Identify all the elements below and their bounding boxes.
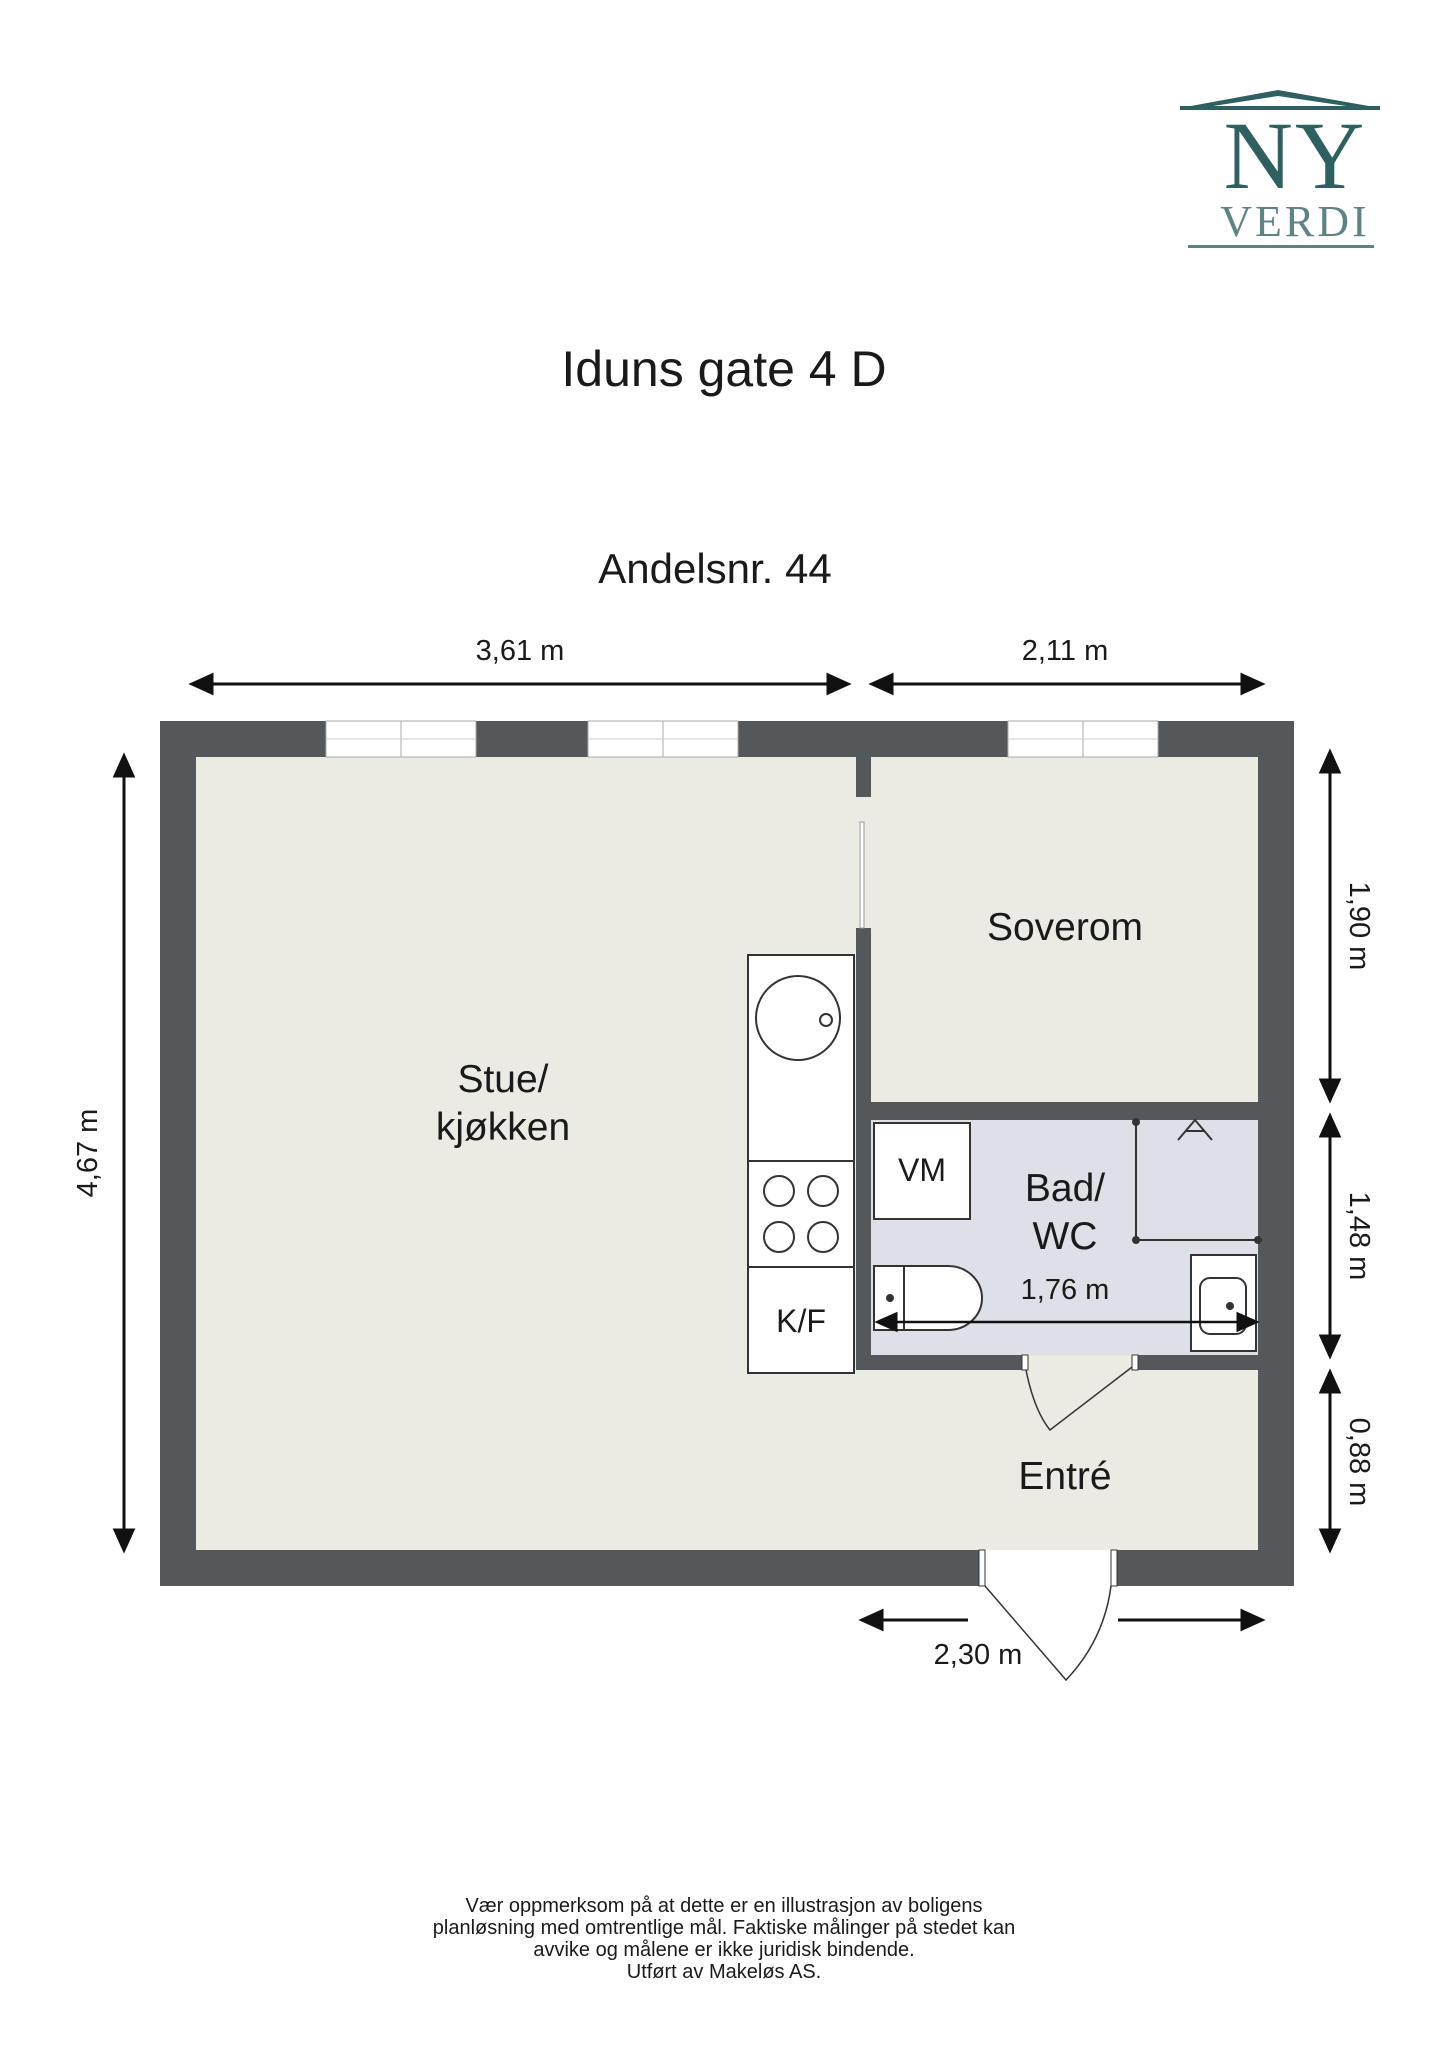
window — [1007, 720, 1159, 758]
fridge-label: K/F — [776, 1303, 826, 1339]
disclaimer-line: planløsning med omtrentlige mål. Faktisk… — [432, 1917, 1016, 1939]
bedroom-wall — [871, 1102, 1258, 1120]
dim-top-right: 2,11 m — [1022, 635, 1109, 667]
logo-roof-icon — [1180, 90, 1380, 248]
dim-right-middle: 1,48 m — [1343, 1192, 1375, 1281]
ny-verdi-logo: NY VERDI — [1180, 90, 1390, 260]
toilet-icon — [873, 1265, 983, 1331]
bathroom-door — [1025, 1363, 1137, 1432]
shower-area — [1132, 1118, 1262, 1244]
disclaimer-line: Utført av Makeløs AS. — [626, 1961, 822, 1983]
dimension-lines — [112, 672, 1342, 1632]
room-bedroom: Soverom — [987, 906, 1143, 949]
bathroom-sink-icon — [1190, 1254, 1257, 1352]
stove-icon — [747, 1160, 855, 1268]
sliding-door — [859, 821, 865, 929]
room-entrance: Entré — [1018, 1455, 1111, 1498]
dim-top-left: 3,61 m — [476, 635, 565, 667]
entrance-door-opening — [985, 1550, 1111, 1586]
partition-wall — [856, 928, 871, 1370]
room-bathroom-line1: Bad/ — [1025, 1167, 1105, 1210]
dim-bathroom: 1,76 m — [1021, 1274, 1110, 1306]
room-living-line2: kjøkken — [436, 1106, 570, 1149]
entrance-door — [984, 1585, 1112, 1682]
washing-machine — [873, 1122, 971, 1220]
bathroom-wall — [856, 1355, 1026, 1370]
partition-wall — [856, 757, 871, 797]
room-bathroom-line2: WC — [1033, 1215, 1098, 1258]
dim-right-top: 1,90 m — [1343, 882, 1375, 971]
shower-icon — [1177, 1118, 1213, 1141]
dim-bottom: 2,30 m — [934, 1639, 1023, 1671]
window — [587, 720, 739, 758]
room-living-line1: Stue/ — [457, 1058, 548, 1101]
window — [325, 720, 477, 758]
logo-text-verdi: VERDI — [1220, 197, 1370, 246]
fridge-icon — [747, 1266, 855, 1374]
dim-right-bottom: 0,88 m — [1343, 1418, 1375, 1507]
unit-number: Andelsnr. 44 — [598, 545, 832, 592]
address-title: Iduns gate 4 D — [561, 341, 887, 397]
dim-left: 4,67 m — [72, 1109, 104, 1198]
bathroom-wall — [1136, 1355, 1258, 1370]
disclaimer-line: Vær oppmerksom på at dette er en illustr… — [465, 1895, 983, 1917]
disclaimer-line: avvike og målene er ikke juridisk binden… — [533, 1939, 915, 1961]
logo-text-ny: NY — [1223, 102, 1367, 209]
kitchen-counter — [747, 954, 855, 1374]
sink-icon — [755, 975, 841, 1061]
floor-plan: K/F VM — [72, 635, 1375, 1682]
disclaimer: Vær oppmerksom på at dette er en illustr… — [0, 1895, 1448, 1983]
washer-label: VM — [898, 1152, 946, 1188]
